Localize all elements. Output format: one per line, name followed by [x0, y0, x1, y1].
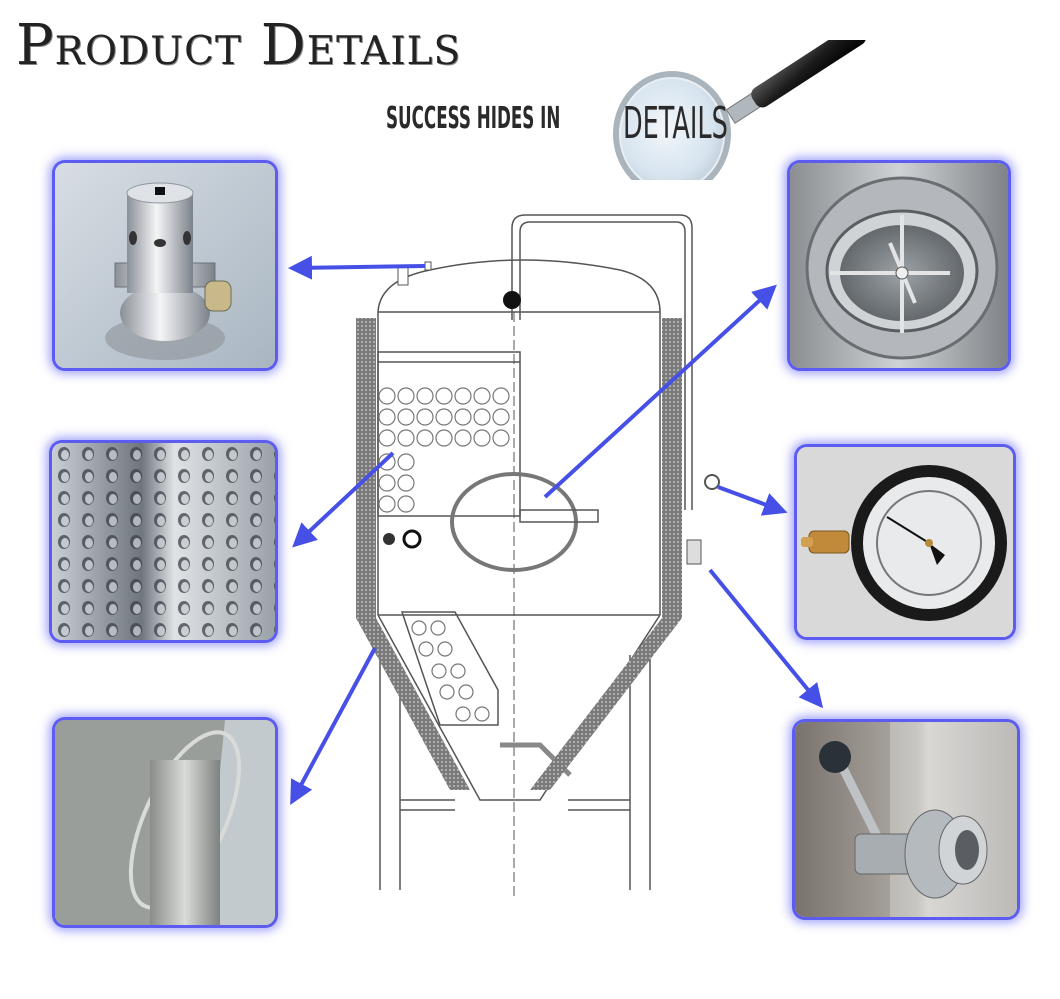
photo-dimple-jacket	[52, 443, 275, 640]
tank-diagram	[340, 200, 740, 920]
photo-leg-weld	[55, 720, 275, 925]
photo-manway	[790, 163, 1008, 368]
magnifier-icon	[612, 24, 902, 197]
page-title: Product Details	[16, 13, 462, 78]
tagline: SUCCESS HIDES IN	[386, 101, 561, 136]
photo-butterfly-valve	[795, 722, 1017, 917]
photo-pressure-gauge	[797, 447, 1013, 637]
tagline-emphasis: DETAILS	[623, 98, 728, 149]
photo-safety-valve	[55, 163, 275, 368]
